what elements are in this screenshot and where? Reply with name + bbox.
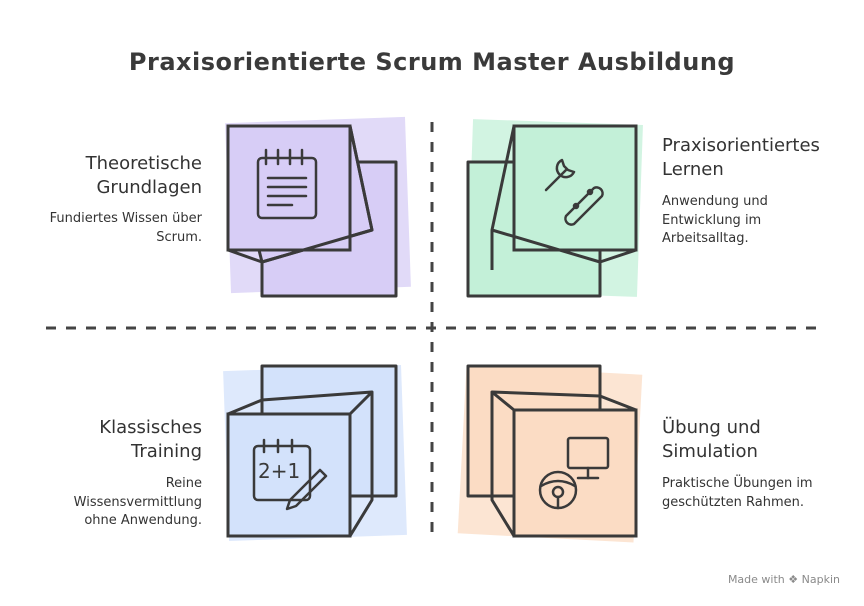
notepad-icon (256, 148, 318, 220)
made-with-footer: Made with ❖ Napkin (728, 573, 840, 586)
footer-label: Made with (727, 573, 785, 586)
quadrant-title-klassisches-training: Klassisches Training (99, 417, 202, 462)
quadrant-praxisorientiertes-lernen-box (466, 119, 643, 298)
quadrant-title-theoretische-grundlagen: Theoretische Grundlagen (85, 153, 202, 198)
footer-brand: Napkin (801, 573, 840, 586)
quadrant-description-theoretische-grundlagen: Fundiertes Wissen über Scrum. (49, 211, 202, 245)
quadrant-title-praxisorientiertes-lernen: Praxisorientiertes Lernen (662, 135, 820, 180)
quadrant-description-klassisches-training: Reine Wissensvermittlung ohne Anwendung. (73, 476, 202, 528)
quadrant-description-praxisorientiertes-lernen: Anwendung und Entwicklung im Arbeitsallt… (662, 194, 768, 246)
calculator-pencil-icon (252, 438, 328, 511)
quadrant-title-uebung-simulation: Übung und Simulation (662, 417, 761, 462)
steering-wheel-monitor-icon (538, 436, 610, 510)
quadrant-description-uebung-simulation: Praktische Übungen im geschützten Rahmen… (662, 476, 813, 510)
quadrant-klassisches-training-box: 2+1 (223, 364, 407, 542)
tools-icon (544, 158, 604, 226)
quadrant-uebung-simulation-box (457, 364, 643, 543)
calc-glyph: 2+1 (258, 459, 300, 483)
quadrant-theoretische-grundlagen-box (225, 116, 411, 298)
napkin-logo-icon: ❖ (788, 573, 799, 586)
page-title: Praxisorientierte Scrum Master Ausbildun… (128, 48, 736, 76)
